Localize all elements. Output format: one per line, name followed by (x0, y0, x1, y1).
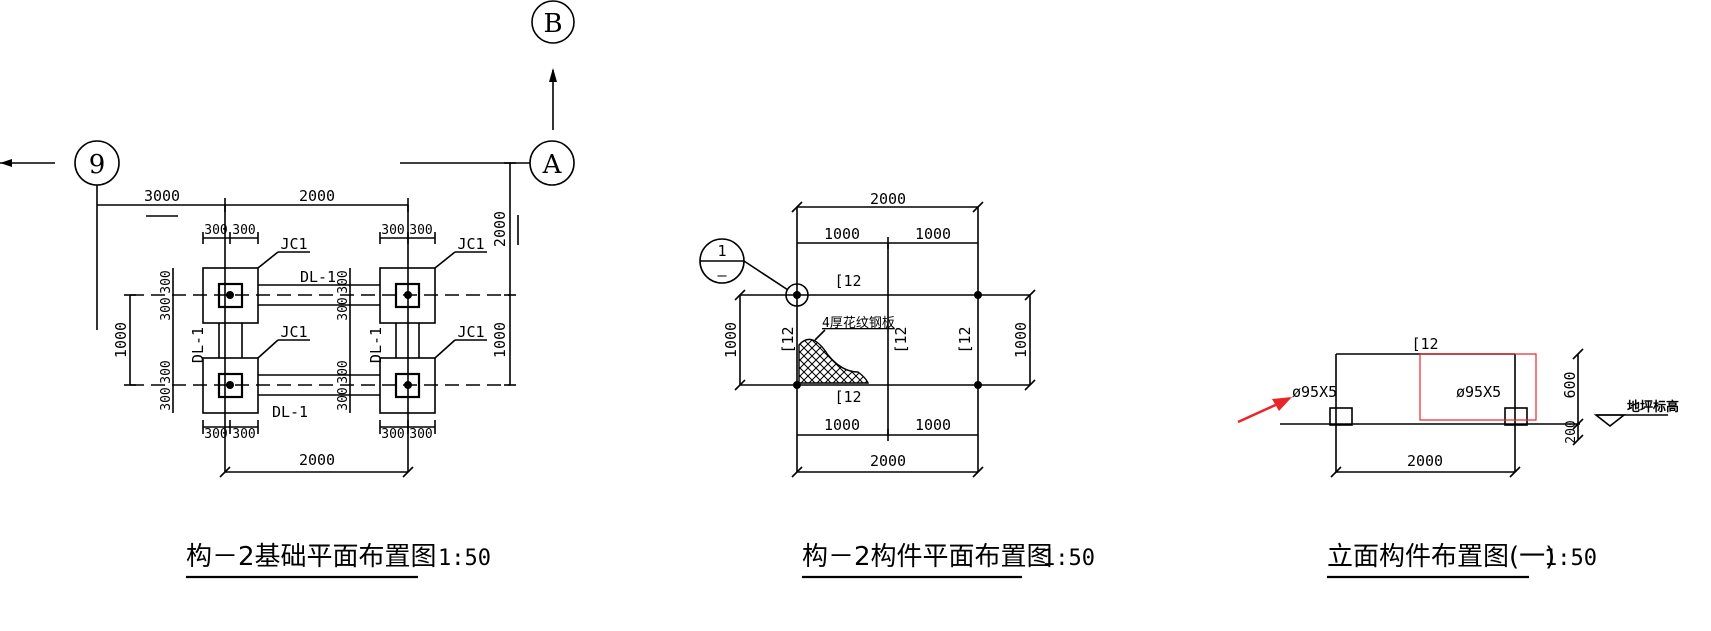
dim-1000-top-b: 1000 (915, 225, 951, 243)
dim-300-m4: 300 (336, 387, 351, 410)
checker-plate-hatch (798, 338, 870, 384)
dim-600: 600 (1561, 371, 1579, 398)
dim-1000-left: 1000 (112, 322, 130, 358)
label-dl1-left: DL-1 (189, 327, 207, 363)
label-jc1-bl: JC1 (280, 323, 307, 341)
footing-br (379, 357, 436, 414)
base-right (1504, 407, 1528, 426)
component-plan-title: 构－2构件平面布置图 (802, 542, 1053, 572)
axis-a-label: A (542, 150, 563, 180)
label-c12-bottom: [12 (834, 388, 861, 406)
dim-2000-bottom-2: 2000 (870, 452, 906, 470)
foundation-plan-title: 构－2基础平面布置图 (186, 542, 437, 572)
label-jc1-tr: JC1 (457, 235, 484, 253)
dim-1000-top-a: 1000 (824, 225, 860, 243)
dim-300-tr-a: 300 (381, 223, 404, 238)
footing-tr (379, 267, 436, 324)
detail-number-bottom: — (717, 266, 727, 284)
dim-300-br-a: 300 (381, 427, 404, 442)
dim-1000-right-2: 1000 (1012, 322, 1030, 358)
label-pipe-left: ø95X5 (1292, 383, 1337, 401)
axis-9: 9 (0, 140, 120, 330)
axis-a: A (400, 140, 575, 186)
dim-300-m1: 300 (336, 270, 351, 293)
component-plan-scale: 1:50 (1042, 546, 1095, 571)
dim-300-l4: 300 (159, 387, 174, 410)
elevation-title: 立面构件布置图(一) (1327, 542, 1555, 572)
dim-300-m3: 300 (336, 360, 351, 383)
elevation-scale: 1:50 (1544, 546, 1597, 571)
label-c12-top: [12 (834, 272, 861, 290)
dim-300-m2: 300 (336, 297, 351, 320)
annotation-box (1419, 353, 1537, 421)
label-c12-middle: [12 (892, 326, 910, 353)
axis-b: B (531, 0, 575, 130)
label-jc1-br: JC1 (457, 323, 484, 341)
dim-3000: 3000 (144, 187, 180, 205)
label-dl1-right: DL-1 (367, 327, 385, 363)
foundation-plan-scale: 1:50 (438, 546, 491, 571)
dim-2000-top-2: 2000 (870, 190, 906, 208)
axis-b-label: B (543, 9, 562, 39)
footing-bl (202, 357, 259, 414)
footing-tl (202, 267, 259, 324)
dim-300-l3: 300 (159, 360, 174, 383)
dim-2000-right: 2000 (491, 211, 509, 247)
dim-300-bl-a: 300 (204, 427, 227, 442)
axis-9-label: 9 (89, 150, 106, 180)
label-c12-left: [12 (779, 326, 797, 353)
dim-300-tr-b: 300 (409, 223, 432, 238)
label-plate: 4厚花纹钢板 (822, 315, 895, 331)
ground-level-symbol (1593, 414, 1627, 428)
label-dl1-top: DL-1 (300, 268, 336, 286)
dim-1000-bottom-b: 1000 (915, 416, 951, 434)
dim-300-tl-a: 300 (204, 223, 227, 238)
label-pipe-right: ø95X5 (1456, 383, 1501, 401)
dim-2000-elev: 2000 (1407, 452, 1443, 470)
label-ground: 地坪标高 (1627, 399, 1679, 415)
annotation-arrow (1272, 397, 1292, 411)
base-left (1329, 407, 1353, 426)
dim-300-l2: 300 (159, 297, 174, 320)
dim-1000-right: 1000 (491, 322, 509, 358)
dim-200: 200 (1564, 420, 1579, 443)
dim-1000-bottom-a: 1000 (824, 416, 860, 434)
dim-2000-top: 2000 (299, 187, 335, 205)
label-dl1-bottom: DL-1 (272, 403, 308, 421)
dim-2000-bottom: 2000 (299, 451, 335, 469)
label-c12-elev: [12 (1411, 335, 1438, 353)
component-plan: 2000 1000 1000 4厚花纹钢板 1 — [12 (699, 190, 1095, 579)
foundation-plan: 3000 2000 300 300 300 300 (97, 162, 519, 579)
label-jc1-tl: JC1 (280, 235, 307, 253)
dim-1000-left-2: 1000 (722, 322, 740, 358)
dim-300-tl-b: 300 (232, 223, 255, 238)
dim-300-br-b: 300 (409, 427, 432, 442)
dim-300-bl-b: 300 (232, 427, 255, 442)
dim-300-l1: 300 (159, 270, 174, 293)
detail-number-top: 1 (717, 242, 726, 260)
elevation-view: [12 ø95X5 ø95X5 600 200 地坪标高 2000 立面构件布置… (1237, 335, 1679, 579)
label-c12-right: [12 (956, 326, 974, 353)
